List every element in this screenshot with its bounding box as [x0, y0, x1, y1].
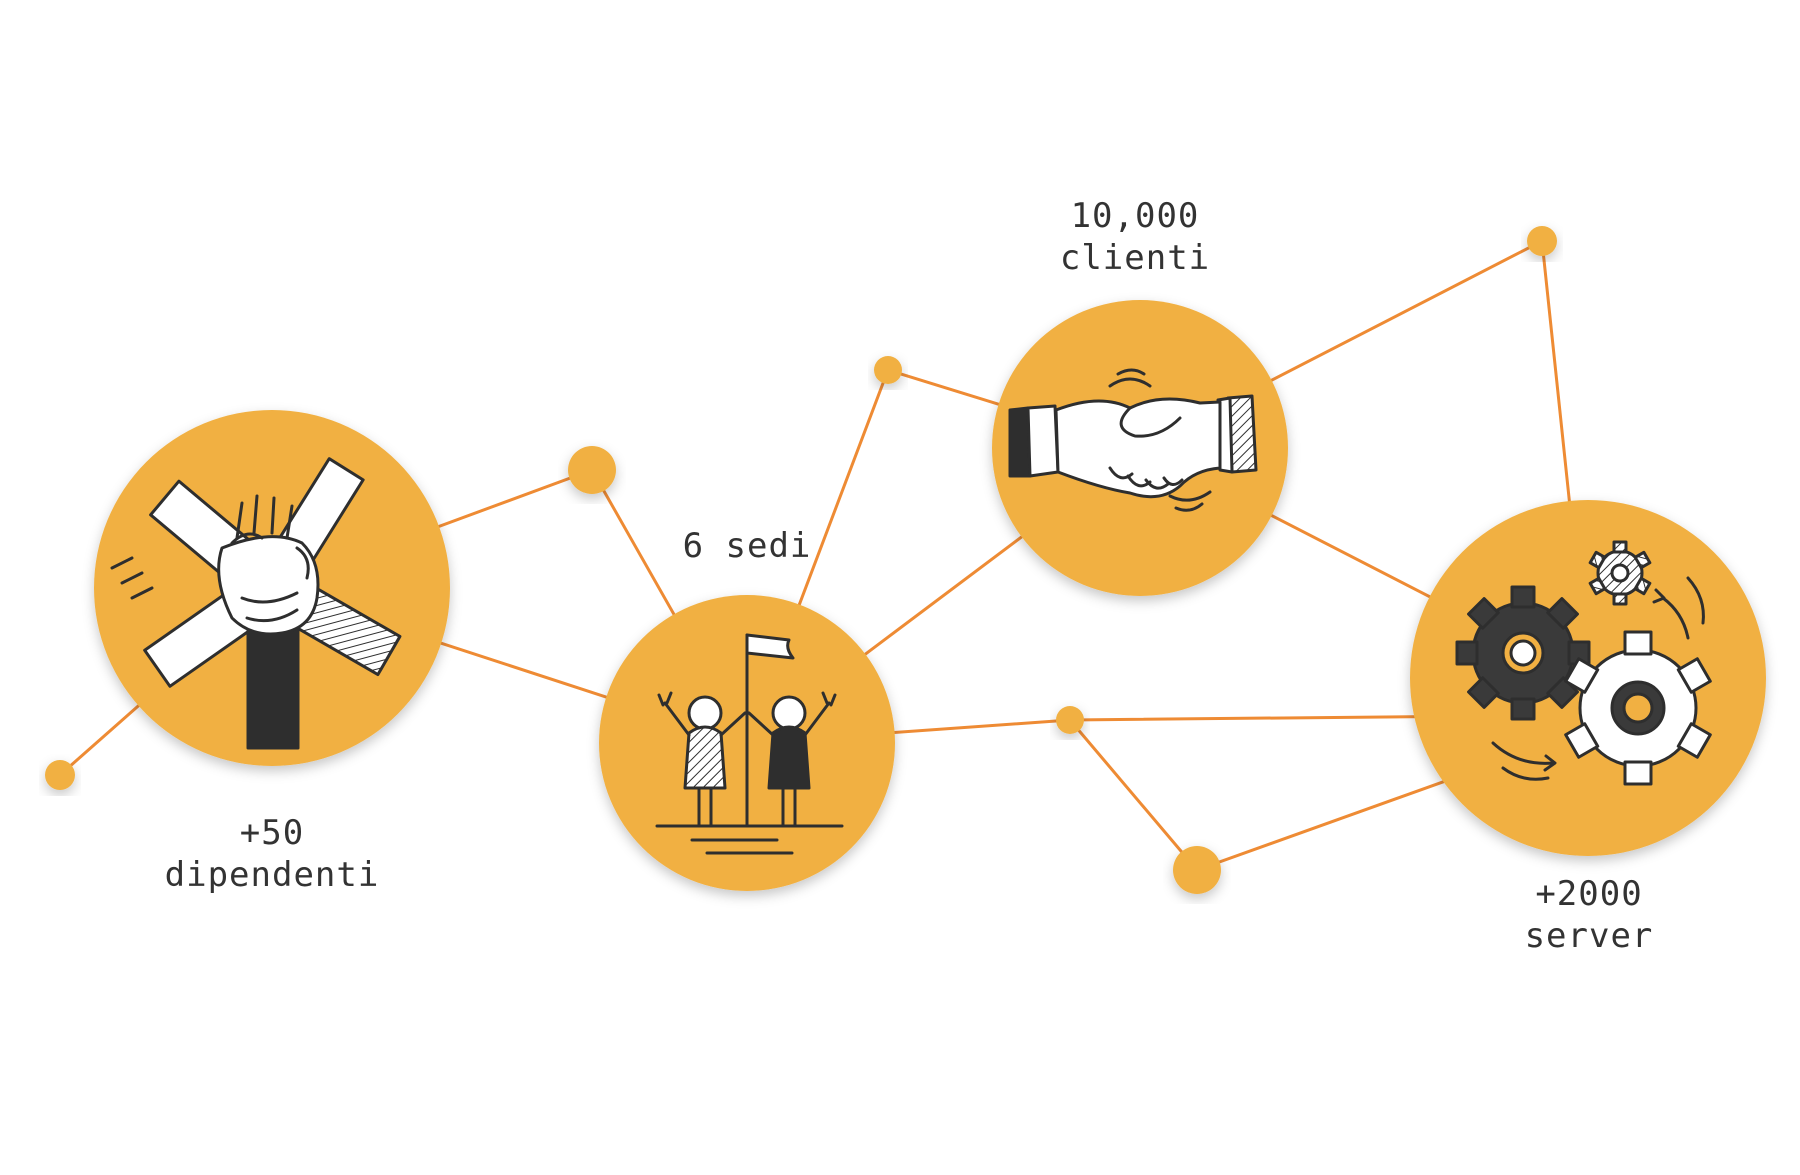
- people-flag-icon: [655, 633, 844, 855]
- junction-dot: [568, 446, 616, 494]
- handshake-icon: [1008, 368, 1258, 512]
- stacked-hands-icon: [110, 457, 402, 750]
- stat-value: 6 sedi: [682, 526, 812, 566]
- stat-label-offices: 6 sedi: [683, 525, 812, 567]
- stat-label-servers: +2000 server: [1525, 873, 1654, 957]
- junction-dots: [45, 226, 1557, 894]
- gears-icon: [1455, 540, 1712, 786]
- stat-value: +50: [239, 813, 305, 853]
- junction-dot: [1527, 226, 1557, 256]
- connector-line: [1068, 718, 1199, 872]
- stat-caption: server: [1524, 916, 1654, 956]
- junction-dot: [1056, 706, 1084, 734]
- stat-label-employees: +50 dipendenti: [165, 812, 380, 896]
- stat-value: 10,000: [1070, 196, 1200, 236]
- junction-dot: [874, 356, 902, 384]
- stat-caption: clienti: [1059, 238, 1211, 278]
- junction-dot: [1173, 846, 1221, 894]
- junction-dot: [45, 760, 75, 790]
- stat-label-clients: 10,000 clienti: [1060, 195, 1210, 279]
- stat-caption: dipendenti: [164, 855, 380, 895]
- stat-value: +2000: [1535, 874, 1643, 914]
